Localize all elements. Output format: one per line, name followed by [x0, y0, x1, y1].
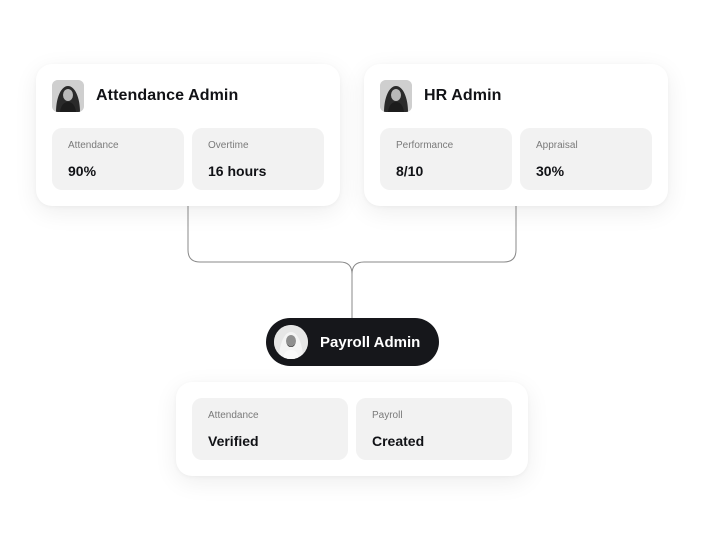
avatar — [380, 80, 412, 112]
stat-value: 30% — [536, 163, 565, 179]
payroll-admin-title: Payroll Admin — [320, 333, 421, 351]
stat-value: 16 hours — [208, 163, 267, 179]
stat-label: Performance — [396, 140, 454, 151]
stat-appraisal: Appraisal 30% — [520, 128, 652, 190]
stat-payroll-created: Payroll Created — [356, 398, 512, 460]
payroll-admin-pill: Payroll Admin — [266, 318, 439, 366]
stat-value: 8/10 — [396, 163, 424, 179]
stat-label: Appraisal — [536, 140, 578, 151]
stat-label: Attendance — [208, 410, 259, 421]
stat-overtime: Overtime 16 hours — [192, 128, 324, 190]
attendance-admin-card: Attendance Admin Attendance 90% Overtime… — [36, 64, 340, 206]
stat-label: Overtime — [208, 140, 249, 151]
stat-value: 90% — [68, 163, 97, 179]
stat-label: Payroll — [372, 410, 403, 421]
stats-row: Attendance Verified Payroll Created — [192, 398, 512, 460]
stat-value: Created — [372, 433, 425, 449]
hr-admin-card: HR Admin Performance 8/10 Appraisal 30% — [364, 64, 668, 206]
payroll-stats-card: Attendance Verified Payroll Created — [176, 382, 528, 476]
stat-performance: Performance 8/10 — [380, 128, 512, 190]
stats-row: Attendance 90% Overtime 16 hours — [52, 128, 324, 190]
attendance-admin-header: Attendance Admin — [52, 80, 238, 112]
card-title: Attendance Admin — [96, 87, 239, 104]
stat-value: Verified — [208, 433, 259, 449]
stat-attendance: Attendance 90% — [52, 128, 184, 190]
hr-admin-header: HR Admin — [380, 80, 502, 112]
avatar — [274, 325, 308, 359]
stats-row: Performance 8/10 Appraisal 30% — [380, 128, 652, 190]
stat-label: Attendance — [68, 140, 119, 151]
connector-left — [187, 206, 353, 275]
avatar — [52, 80, 84, 112]
connector-right — [351, 206, 517, 275]
stat-attendance-verified: Attendance Verified — [192, 398, 348, 460]
card-title: HR Admin — [424, 87, 502, 104]
